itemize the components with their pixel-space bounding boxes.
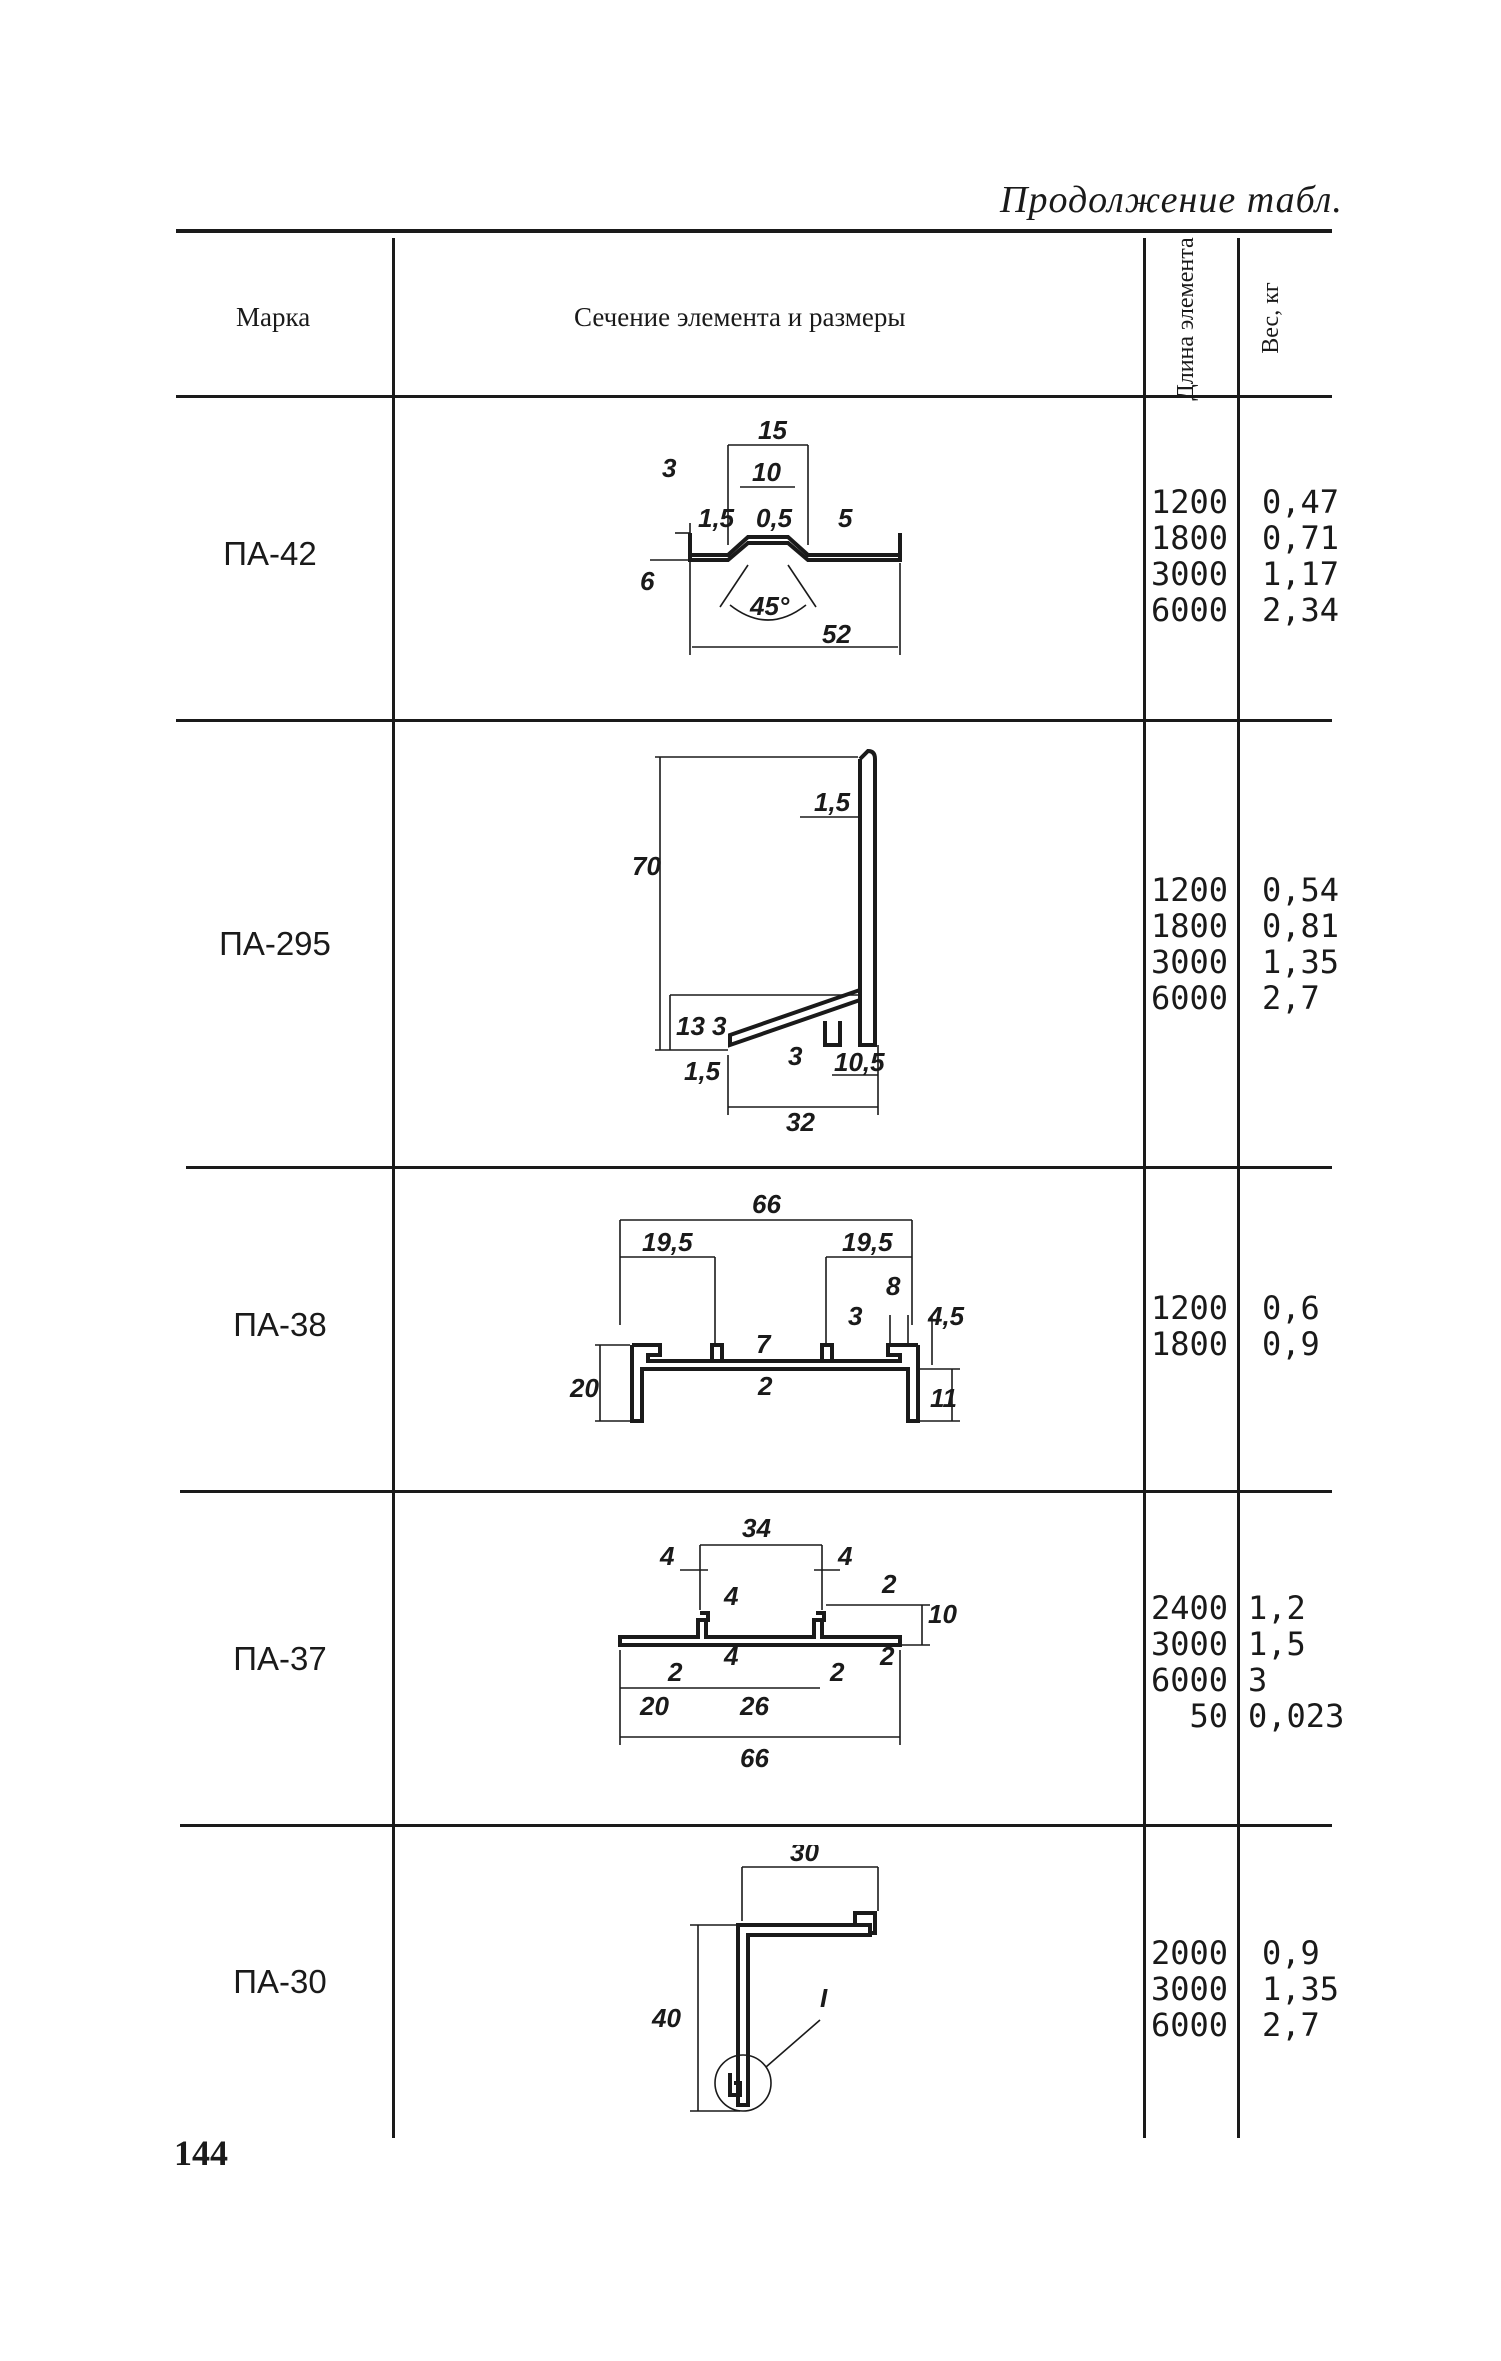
column-divider [1143,238,1146,2138]
dim-label: 5 [838,503,853,533]
dim-label: 66 [740,1743,769,1773]
page-number: 144 [174,2133,228,2173]
dim-label: 30 [790,1845,819,1867]
profile-outline [632,1343,918,1363]
dim-label: 34 [742,1513,771,1543]
dim-label: 7 [756,1329,772,1359]
dim-label: 70 [632,851,661,881]
profile-outline [618,1618,902,1647]
profile-outline [736,1923,872,2107]
dim-label: 15 [758,415,787,445]
dim-label: 2 [881,1569,897,1599]
profile-outline [688,533,902,562]
row-mark: ПА-38 [233,1306,327,1343]
row-mark: ПА-37 [233,1640,327,1677]
detail-callout-circle [714,2054,772,2112]
dim-label: 52 [822,619,851,649]
section-drawing-pa42: 15 10 3 1,5 0,5 5 6 45° 52 [640,415,902,655]
row-mark: ПА-42 [223,535,317,572]
row-mark: ПА-295 [219,925,331,962]
dim-label: 40 [651,2003,681,2033]
dim-label: 19,5 [642,1227,693,1257]
section-drawing-pa38: 66 19,5 19,5 8 3 4,5 7 20 2 11 [569,1189,965,1423]
column-divider [392,238,395,2138]
profile-outline [630,1345,920,1423]
dim-label: 4,5 [927,1301,965,1331]
dim-label: 20 [639,1691,669,1721]
section-drawing-pa30: 30 40 I [651,1845,879,2112]
row-divider [180,1490,1332,1493]
dim-label: 3 [712,1011,727,1041]
dim-label: I [820,1983,828,2013]
dim-label: 1,5 [698,503,735,533]
profile-outline [728,2073,742,2097]
header-section: Сечение элемента и размеры [574,302,906,332]
dim-label: 8 [886,1271,901,1301]
dim-label: 45° [749,591,790,621]
header-weight: Вес, кг [1258,282,1284,354]
dim-label: 13 [676,1011,705,1041]
dim-label: 1,5 [684,1056,721,1086]
profile-outline [710,1343,724,1361]
header-mark: Марка [236,302,311,332]
section-drawing-pa37: 34 4 4 4 2 10 2 4 2 2 20 26 66 [618,1513,957,1773]
profile-outline [858,748,877,1047]
dim-label: 26 [739,1691,769,1721]
dim-label: 10 [752,457,781,487]
dim-label: 19,5 [842,1227,893,1257]
dim-label: 0,5 [756,503,793,533]
dim-label: 3 [662,453,677,483]
row-divider [176,719,1332,722]
dim-label: 20 [569,1373,599,1403]
row-divider [180,1824,1332,1827]
dim-label: 11 [930,1383,957,1413]
header-length: Длина элемента [1173,237,1199,401]
dim-label: 10 [928,1599,957,1629]
table-top-rule [176,229,1332,233]
profile-outline [690,535,900,557]
dim-label: 1,5 [814,787,851,817]
row-divider [186,1166,1332,1169]
dim-label: 10,5 [834,1047,885,1077]
dim-label: 2 [667,1657,683,1687]
profile-outline [696,1611,710,1622]
dim-label: 2 [757,1371,773,1401]
profile-outline [812,1611,826,1622]
dim-label: 3 [788,1041,803,1071]
table-continuation-caption: Продолжение табл. [1000,179,1343,221]
dim-label: 4 [837,1541,853,1571]
dim-label: 6 [640,566,655,596]
row-mark: ПА-30 [233,1963,327,2000]
dim-label: 4 [723,1581,739,1611]
profile-outline [853,1911,877,1935]
dim-label: 2 [829,1657,845,1687]
profile-outline [820,1343,834,1361]
dim-label: 66 [752,1189,781,1219]
dim-label: 4 [723,1641,739,1671]
dim-label: 4 [659,1541,675,1571]
profile-outline [728,988,861,1048]
profile-outline [823,1021,842,1047]
section-drawing-pa295: 1,5 70 13 3 1,5 3 10,5 32 [632,748,885,1137]
header-bottom-rule [176,395,1332,398]
dim-label: 3 [848,1301,863,1331]
dim-label: 2 [879,1641,895,1671]
dim-label: 32 [786,1107,815,1137]
column-divider [1237,238,1240,2138]
